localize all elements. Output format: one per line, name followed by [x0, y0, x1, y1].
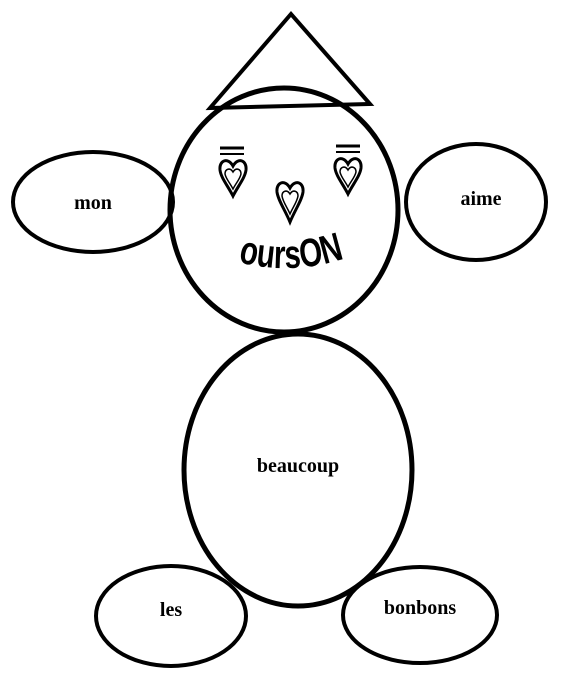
right-foot-word: bonbons — [384, 597, 456, 619]
left-eye — [220, 148, 246, 196]
left-arm-word: mon — [74, 192, 112, 214]
heart-icon — [277, 183, 303, 222]
left-foot-word: les — [160, 599, 182, 621]
mouth-word: oursON — [236, 225, 347, 277]
nose — [277, 183, 303, 222]
body-word: beaucoup — [257, 455, 339, 477]
head-word-path: oursON — [236, 225, 347, 277]
heart-icon — [220, 161, 246, 196]
right-arm-word: aime — [460, 188, 501, 210]
heart-icon — [335, 159, 361, 194]
triangle-hat-icon — [210, 14, 370, 108]
head-word: oursON — [236, 225, 347, 277]
right-eye — [335, 146, 361, 194]
